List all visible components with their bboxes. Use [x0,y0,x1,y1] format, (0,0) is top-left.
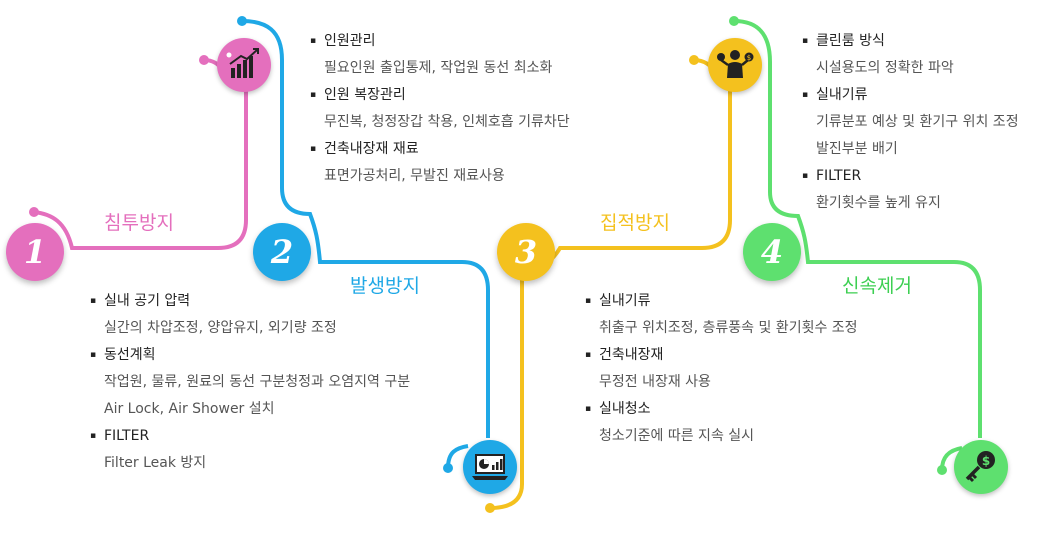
blue-connector [241,19,490,438]
step-4-circle: 4 [743,223,801,281]
step-3-circle: 3 [497,223,555,281]
detail-description: 작업원, 물류, 원료의 동선 구분청정과 오염지역 구분 [104,374,411,390]
detail-heading: 실내 공기 압력 [90,288,410,315]
detail-heading: 인원 복장관리 [310,82,570,109]
detail-heading: FILTER [802,163,1019,190]
detail-description: 실간의 차압조정, 양압유지, 외기량 조정 [104,320,337,336]
green-dot-bottom [937,465,947,475]
detail-description: 청소기준에 따른 지속 실시 [599,428,755,444]
pink-connector [33,82,248,250]
blue-dot-top [237,16,247,26]
detail-heading: 실내청소 [585,396,858,423]
blue-dot-bottom [443,463,453,473]
pink-dot-top [199,55,209,65]
detail-description: 무진복, 청정장갑 착용, 인체호흡 기류차단 [324,114,570,130]
detail-description: Filter Leak 방지 [104,455,207,471]
detail-description: 표면가공처리, 무발진 재료사용 [324,168,505,184]
yellow-dot-bottom [485,503,495,513]
step-3-title: 집적방지 [600,212,670,234]
step-1-title: 침투방지 [104,212,174,234]
step-1-number: 1 [23,233,47,271]
detail-heading: 동선계획 [90,342,410,369]
detail-description: 기류분포 예상 및 환기구 위치 조정 [816,114,1019,130]
detail-description: 취출구 위치조정, 층류풍속 및 환기횟수 조정 [599,320,858,336]
pink-dot-left [29,207,39,217]
yellow-dot-top [689,55,699,65]
green-connector [733,19,982,438]
svg-text:$: $ [747,54,751,62]
green-dot-top [729,16,739,26]
step-4-number: 4 [760,233,784,271]
person-money-icon: $ [708,38,762,92]
step-3-number: 3 [514,233,538,271]
step-4-title: 신속제거 [842,275,912,297]
detail-heading: 클린룸 방식 [802,28,1019,55]
detail-description: 환기횟수를 높게 유지 [816,195,941,211]
detail-description: 시설용도의 정확한 파악 [816,60,954,76]
bar-chart-growth-icon [217,38,271,92]
svg-text:$: $ [982,454,990,468]
step-2-circle: 2 [253,223,311,281]
step-1-circle: 1 [6,223,64,281]
detail-heading: 건축내장재 재료 [310,136,570,163]
detail-heading: 실내기류 [802,82,1019,109]
detail-description: Air Lock, Air Shower 설치 [104,401,275,417]
detail-heading: 실내기류 [585,288,858,315]
key-dollar-icon: $ [954,440,1008,494]
detail-description: 발진부분 배기 [816,141,898,157]
detail-heading: 건축내장재 [585,342,858,369]
detail-heading: FILTER [90,423,410,450]
detail-heading: 인원관리 [310,28,570,55]
detail-description: 무정전 내장재 사용 [599,374,711,390]
step-2-number: 2 [270,233,294,271]
laptop-chart-icon [463,440,517,494]
detail-description: 필요인원 출입통제, 작업원 동선 최소화 [324,60,553,76]
